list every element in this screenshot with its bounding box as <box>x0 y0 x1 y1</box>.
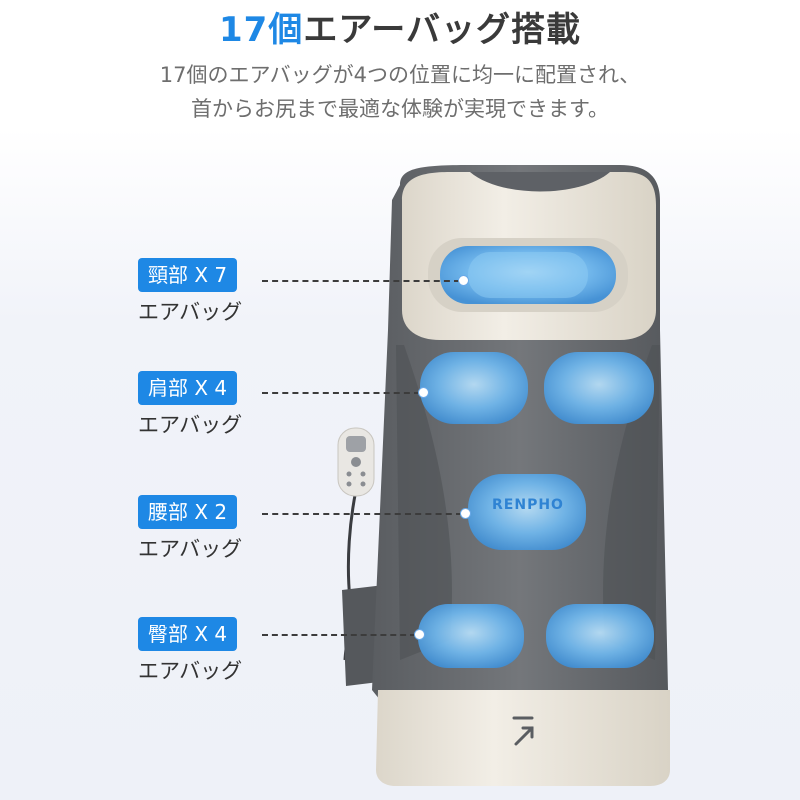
mesh-right <box>603 345 660 660</box>
leader-dot-hip <box>414 629 425 640</box>
label-caption-waist: エアバッグ <box>138 537 243 561</box>
lumbar-airbag <box>468 474 586 550</box>
subtitle-line-2: 首からお尻まで最適な体験が実現できます。 <box>191 97 609 121</box>
shoulder-airbag-right <box>544 352 654 424</box>
hip-airbag-left <box>418 604 524 668</box>
label-badge-hip: 臀部 X 4 <box>138 617 238 651</box>
hip-airbag-right <box>546 604 654 668</box>
label-caption-shoulder: エアバッグ <box>138 413 243 437</box>
remote-button <box>360 481 366 487</box>
label-badge-shoulder: 肩部 X 4 <box>138 371 238 405</box>
subtitle-line-1: 17個のエアバッグが4つの位置に均一に配置され、 <box>159 63 641 87</box>
label-badge-waist: 腰部 X 2 <box>138 495 238 529</box>
title-rest: エアーバッグ搭載 <box>303 10 581 50</box>
label-shoulder: 肩部 X 4 エアバッグ <box>138 371 273 439</box>
head-notch <box>470 172 610 192</box>
leader-dot-neck <box>458 275 469 286</box>
mesh-left <box>396 345 452 660</box>
neck-airbag-highlight <box>468 252 588 298</box>
title-accent: 17個 <box>219 10 304 50</box>
label-hip: 臀部 X 4 エアバッグ <box>138 617 273 685</box>
page-title: 17個エアーバッグ搭載 <box>0 2 800 51</box>
label-waist: 腰部 X 2 エアバッグ <box>138 495 273 563</box>
leader-dot-shoulder <box>418 387 429 398</box>
label-caption-neck: エアバッグ <box>138 300 243 324</box>
leader-line-hip <box>262 634 416 636</box>
leader-line-waist <box>262 513 462 515</box>
leader-line-neck <box>262 280 460 282</box>
subtitle: 17個のエアバッグが4つの位置に均一に配置され、 首からお尻まで最適な体験が実現… <box>0 58 800 126</box>
remote-screen <box>346 436 366 452</box>
remote-button <box>360 471 366 477</box>
remote-button <box>346 481 352 487</box>
arrow-up-right-icon <box>512 716 534 746</box>
remote-button <box>346 471 352 477</box>
label-badge-neck: 頸部 X 7 <box>138 258 238 292</box>
remote-button <box>351 457 361 467</box>
leader-line-shoulder <box>262 392 420 394</box>
shoulder-airbag-left <box>420 352 528 424</box>
label-caption-hip: エアバッグ <box>138 659 243 683</box>
leader-dot-waist <box>460 508 471 519</box>
brand-logo: RENPHO <box>492 497 564 513</box>
label-neck: 頸部 X 7 エアバッグ <box>138 258 273 326</box>
